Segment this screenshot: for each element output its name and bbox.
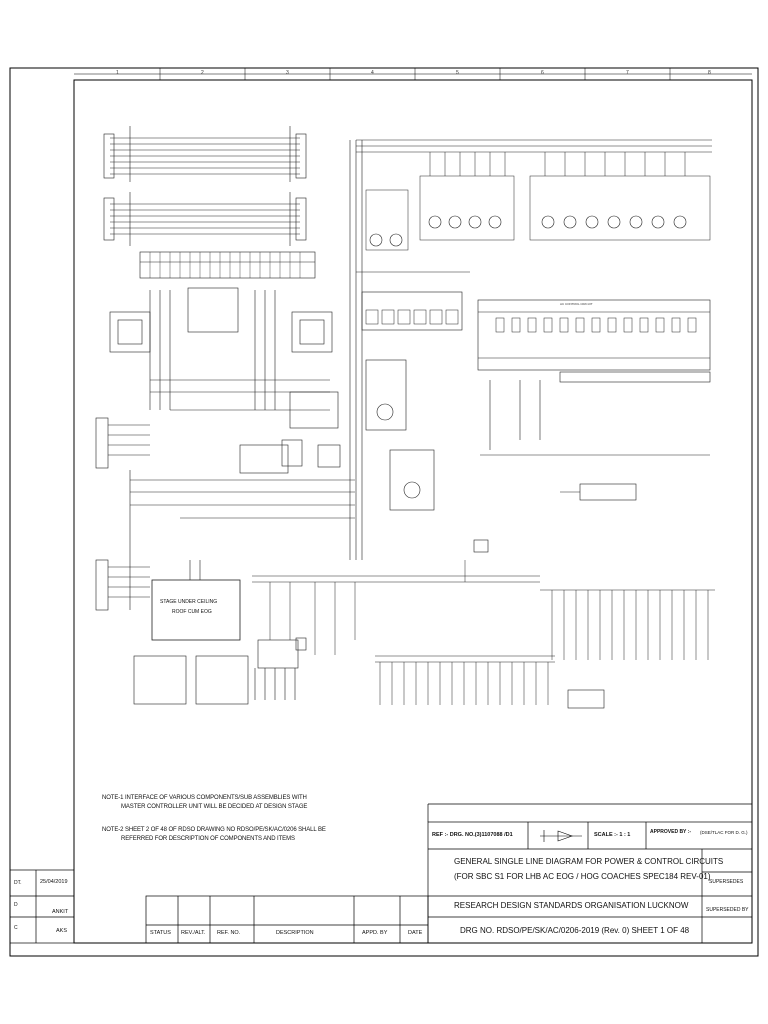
sign-value-drawn: ANKIT [52, 909, 69, 915]
zone-label: 5 [456, 70, 459, 76]
organisation-name: RESEARCH DESIGN STANDARDS ORGANISATION L… [454, 901, 689, 910]
superseded-by-label: SUPERSEDED BY [706, 907, 749, 913]
zone-label: 3 [286, 70, 289, 76]
zone-label: 2 [201, 70, 204, 76]
rev-header-description: DESCRIPTION [276, 930, 314, 936]
sign-label-checked: C [14, 925, 18, 931]
zone-label: 1 [116, 70, 119, 76]
zone-label: 6 [541, 70, 544, 76]
drawing-number: DRG NO. RDSO/PE/SK/AC/0206-2019 (Rev. 0)… [460, 926, 690, 935]
sign-label-date: DT. [14, 880, 22, 886]
sign-value-checked: AKS [56, 928, 68, 934]
drawing-title-line-2: (FOR SBC S1 FOR LHB AC EOG / HOG COACHES… [454, 872, 711, 881]
note-1-line-2: MASTER CONTROLLER UNIT WILL BE DECIDED A… [121, 804, 308, 810]
zone-label: 8 [708, 70, 711, 76]
approved-by-label: APPROVED BY :- [650, 829, 692, 835]
rev-header-date: DATE [408, 930, 423, 936]
stage-box-label-line2: ROOF CUM EOG [172, 609, 212, 615]
drawing-title-line-1: GENERAL SINGLE LINE DIAGRAM FOR POWER & … [454, 857, 724, 866]
zone-label: 4 [371, 70, 374, 76]
ref-drawing-number: REF :- DRG. NO.(3)1107088 /D1 [432, 832, 513, 838]
rev-header-rev-alt: REV./ALT. [181, 930, 206, 936]
rev-header-status: STATUS [150, 930, 171, 936]
supersedes-label: SUPERSEDES [709, 879, 744, 885]
sign-label-drawn: D [14, 902, 18, 908]
scale-label: SCALE :- 1 : 1 [594, 832, 631, 838]
hvac-panel-label: AC CONTROL CIRCUIT [560, 302, 593, 306]
stage-box-label-line1: STAGE UNDER CEILING [160, 599, 218, 605]
sign-value-date: 25/04/2019 [40, 879, 68, 885]
rev-header-ref-no: REF. NO. [217, 930, 241, 936]
note-1-line-1: NOTE-1 INTERFACE OF VARIOUS COMPONENTS/S… [102, 795, 307, 801]
approver-designation: (DSE/TLAC FOR D. G.) [700, 830, 748, 835]
note-2-line-1: NOTE-2 SHEET 2 OF 48 OF RDSO DRAWING NO … [102, 827, 326, 833]
zone-label: 7 [626, 70, 629, 76]
rev-header-appd-by: APPD. BY [362, 930, 388, 936]
note-2-line-2: REFERRED FOR DESCRIPTION OF COMPONENTS A… [121, 836, 295, 842]
